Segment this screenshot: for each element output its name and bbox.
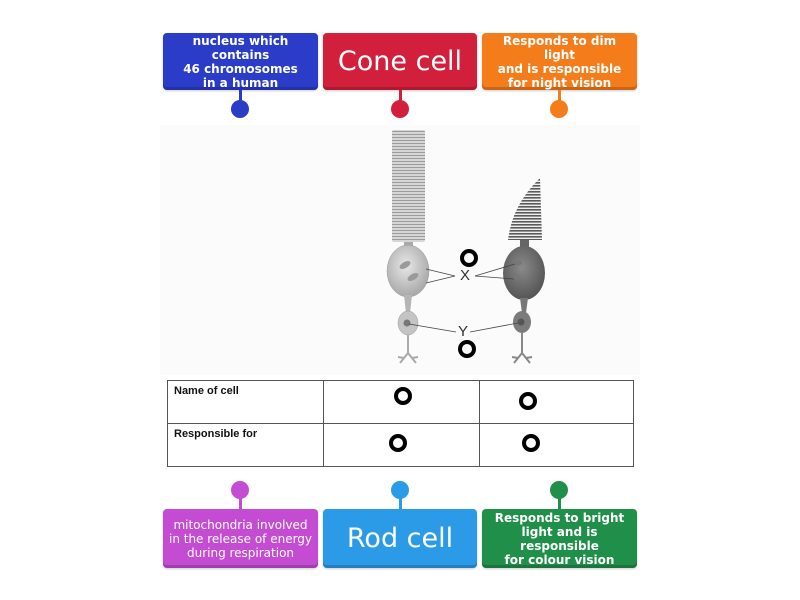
label-cone-cell[interactable]: Cone cell [323,33,477,90]
rod-cell-illustration [386,130,430,364]
cone-synaptic-terminal [511,333,533,364]
mitochondrion [399,261,411,269]
cone-neck [520,298,528,313]
label-line: during respiration [186,545,295,560]
pin-stem [399,497,402,510]
label-line: in a human [202,75,279,90]
label-line: nucleus which contains [192,33,289,62]
pointer-y-rod [408,323,457,333]
drop-target-x[interactable] [460,249,478,267]
rod-inner-segment [386,244,430,298]
label-text: Rod cell [346,522,454,554]
drop-target-name-rod[interactable] [394,387,412,405]
label-line: light and is responsible [520,524,599,553]
table-cell [479,423,634,467]
label-line: and is responsible [497,61,622,76]
pointer-lines [408,263,519,333]
pin-dot-dim-light[interactable] [550,100,568,118]
diagram-label-x: X [460,267,471,284]
pointer-x-rod-1 [425,268,456,277]
cell-diagram: X Y [160,125,640,375]
label-text: Cone cell [337,45,463,77]
label-line: mitochondria involved [173,517,308,532]
pin-stem [558,90,561,102]
label-nucleus[interactable]: nucleus which contains 46 chromosomes in… [163,33,318,90]
label-dim-light[interactable]: Responds to dim light and is responsible… [482,33,637,90]
pin-dot-cone-cell[interactable] [391,100,409,118]
label-bright-light[interactable]: Responds to bright light and is responsi… [482,509,637,568]
cone-inner-segment [503,246,545,300]
table-cell [479,380,634,424]
pin-stem [239,497,242,510]
cone-nucleus [517,318,525,326]
label-mitochondria[interactable]: mitochondria involved in the release of … [163,509,318,568]
drop-target-y[interactable] [458,340,476,358]
label-line: Responds to dim light [502,33,617,62]
rod-outer-segment [392,130,425,242]
pin-stem [558,497,561,510]
row-header: Responsible for [167,423,324,467]
cone-cell-illustration [503,178,545,364]
cone-connector [520,240,529,248]
rod-nucleus [403,319,411,327]
pin-dot-mitochondria[interactable] [231,481,249,499]
diagram-svg [386,130,545,364]
drop-target-resp-cone[interactable] [522,434,540,452]
pointer-x-cone-1 [474,263,516,277]
drop-target-name-cone[interactable] [519,392,537,410]
label-line: 46 chromosomes [183,61,298,76]
cone-outer-segment [508,178,542,240]
drop-target-resp-rod[interactable] [389,434,407,452]
row-header: Name of cell [167,380,324,424]
pin-dot-bright-light[interactable] [550,481,568,499]
label-line: for night vision [507,75,612,90]
rod-neck [404,295,412,313]
pointer-x-rod-2 [425,275,456,284]
label-line: in the release of energy [168,531,313,546]
pin-stem [239,90,242,102]
label-line: Responds to bright [494,510,625,525]
mitochondrion [514,260,522,266]
pin-dot-rod-cell[interactable] [391,481,409,499]
mitochondrion [513,274,521,280]
pin-stem [399,90,402,102]
pointer-y-cone [469,322,519,333]
mitochondrion [407,273,419,281]
diagram-label-y: Y [458,323,469,340]
pointer-x-cone-2 [474,275,515,280]
pin-dot-nucleus[interactable] [231,100,249,118]
label-rod-cell[interactable]: Rod cell [323,509,477,568]
rod-synaptic-terminal [397,335,419,364]
label-line: for colour vision [504,552,615,567]
